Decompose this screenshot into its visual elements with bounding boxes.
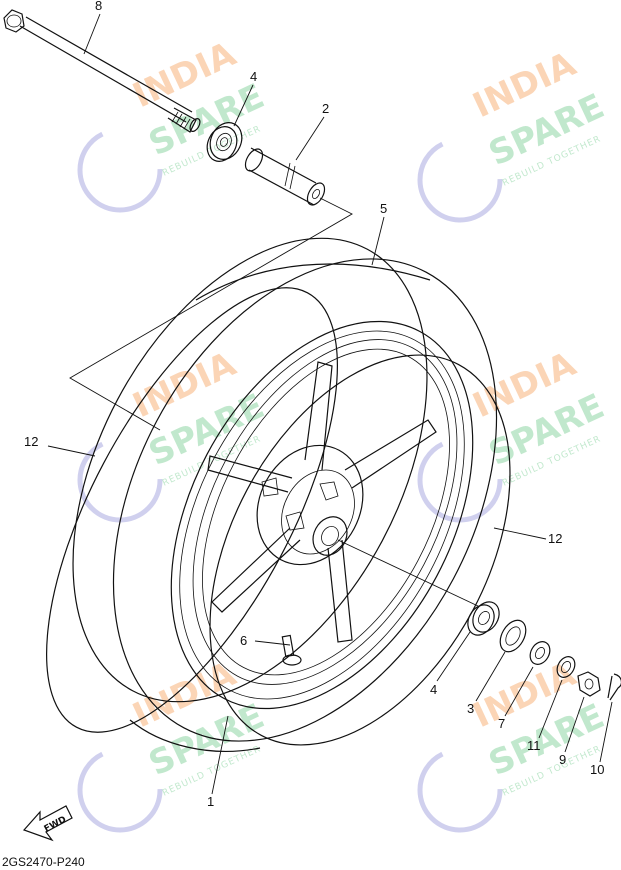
wrench-ring-icon xyxy=(417,137,503,223)
callout-7: 7 xyxy=(498,716,505,731)
axle-nut xyxy=(577,671,601,697)
bearing-lower xyxy=(467,601,500,636)
callout-12-right: 12 xyxy=(548,531,562,546)
callout-1: 1 xyxy=(207,794,214,809)
callout-4-upper: 4 xyxy=(250,69,257,84)
callout-6: 6 xyxy=(240,633,247,648)
callout-9: 9 xyxy=(559,752,566,767)
svg-text:FWD: FWD xyxy=(43,815,68,835)
brake-disc-left xyxy=(46,287,338,733)
callout-labels: 8 4 2 5 12 12 6 4 3 7 11 9 10 1 xyxy=(24,0,604,809)
diagram-code: 2GS2470-P240 xyxy=(2,855,85,869)
wrench-ring-icon xyxy=(77,747,163,833)
wheel-spokes xyxy=(207,361,437,643)
cotter-pin xyxy=(607,673,621,701)
callout-2: 2 xyxy=(322,101,329,116)
callout-4-lower: 4 xyxy=(430,682,437,697)
callout-3: 3 xyxy=(467,701,474,716)
tire-valve xyxy=(281,634,302,666)
collar xyxy=(529,641,551,665)
washer xyxy=(556,656,576,678)
wheel-rim xyxy=(170,320,474,710)
front-wheel-axle xyxy=(3,9,201,133)
collar-spacer xyxy=(244,147,326,206)
fwd-arrow-icon: FWD xyxy=(22,805,73,842)
wrench-ring-icon xyxy=(77,127,163,213)
wrench-ring-icon xyxy=(417,437,503,523)
callout-12-left: 12 xyxy=(24,434,38,449)
tire xyxy=(72,237,498,752)
callout-11: 11 xyxy=(527,738,541,753)
callout-5: 5 xyxy=(380,201,387,216)
bearing-upper xyxy=(206,122,243,162)
wrench-ring-icon xyxy=(77,437,163,523)
oil-seal xyxy=(499,619,527,653)
callout-8: 8 xyxy=(95,0,102,13)
wrench-ring-icon xyxy=(417,747,503,833)
wheel-hub xyxy=(256,444,364,566)
callout-10: 10 xyxy=(590,762,604,777)
leader-lines xyxy=(47,13,613,795)
